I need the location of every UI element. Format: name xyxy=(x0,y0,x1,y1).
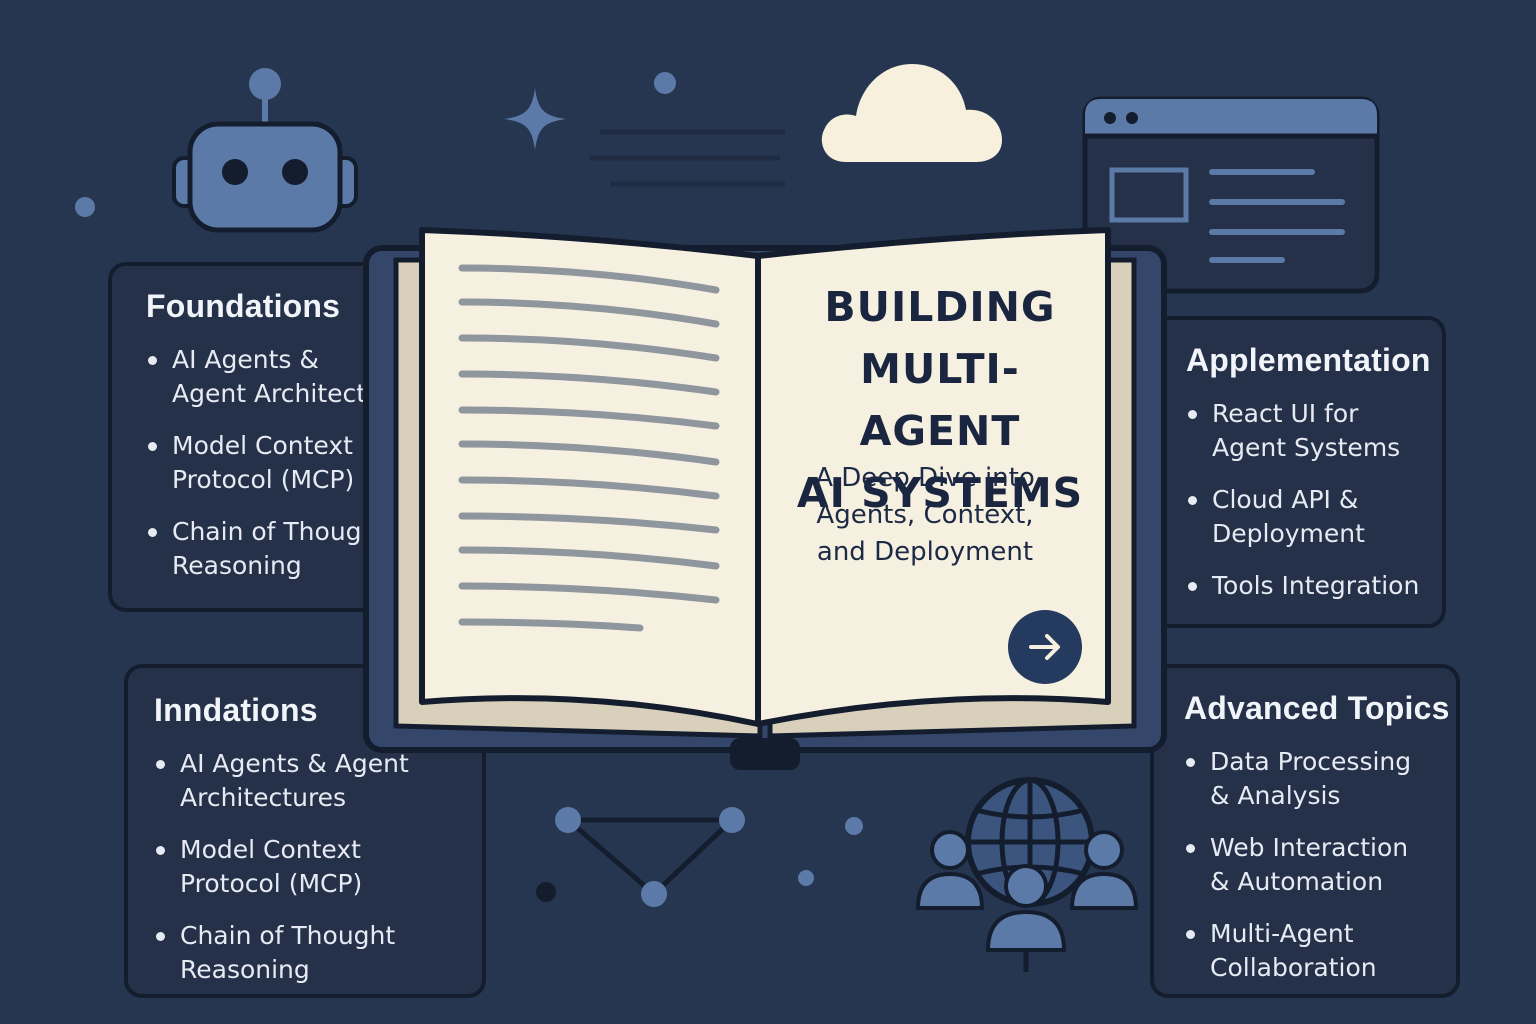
dot-decoration xyxy=(798,870,814,886)
list-item: AI Agents & Agent Architect xyxy=(146,343,404,411)
topic-list: AI Agents & Agent Architect Model Contex… xyxy=(146,343,404,583)
list-item: Chain of Thougl Reasoning xyxy=(146,515,404,583)
panel-title: Advanced Topics xyxy=(1184,690,1450,726)
topic-list: Data Processing & Analysis Web Interacti… xyxy=(1184,745,1456,985)
next-button[interactable] xyxy=(1008,610,1082,684)
speed-lines xyxy=(590,129,785,187)
globe-users-icon xyxy=(915,777,1139,972)
topic-list: React UI for Agent Systems Cloud API & D… xyxy=(1186,397,1442,603)
sparkle-icon xyxy=(504,88,566,150)
foundations-panel: Foundations AI Agents & Agent Architect … xyxy=(108,262,408,612)
list-item: Cloud API & Deployment xyxy=(1186,483,1442,551)
dot-decoration xyxy=(75,197,95,217)
topic-list: AI Agents & Agent Architectures Model Co… xyxy=(154,747,482,987)
robot-icon xyxy=(172,68,358,233)
dot-decoration xyxy=(654,72,676,94)
applementation-panel: Applementation React UI for Agent System… xyxy=(1150,316,1446,628)
browser-window-icon xyxy=(1082,96,1380,294)
list-item: Data Processing & Analysis xyxy=(1184,745,1456,813)
list-item: React UI for Agent Systems xyxy=(1186,397,1442,465)
dot-decoration xyxy=(845,817,863,835)
book-subtitle: A Deep Dive into Agents, Context, and De… xyxy=(815,463,1035,567)
book-title: BUILDING MULTI-AGENT AI SYSTEMS xyxy=(796,283,1084,517)
list-item: Web Interaction & Automation xyxy=(1184,831,1456,899)
open-book-illustration xyxy=(363,227,1167,770)
list-item: Multi-Agent Collaboration xyxy=(1184,917,1456,985)
list-item: Model Context Protocol (MCP) xyxy=(146,429,404,497)
list-item: Tools Integration xyxy=(1186,569,1442,603)
cloud-icon xyxy=(821,64,1002,162)
list-item: Model Context Protocol (MCP) xyxy=(154,833,482,901)
advanced-topics-panel: Advanced Topics Data Processing & Analys… xyxy=(1150,664,1460,998)
arrow-right-icon xyxy=(1029,634,1060,660)
list-item: Chain of Thought Reasoning xyxy=(154,919,482,987)
panel-title: Applementation xyxy=(1186,342,1431,378)
panel-title: Inndations xyxy=(154,692,318,728)
network-triangle-icon xyxy=(536,807,745,907)
list-item: AI Agents & Agent Architectures xyxy=(154,747,482,815)
panel-title: Foundations xyxy=(146,288,341,324)
